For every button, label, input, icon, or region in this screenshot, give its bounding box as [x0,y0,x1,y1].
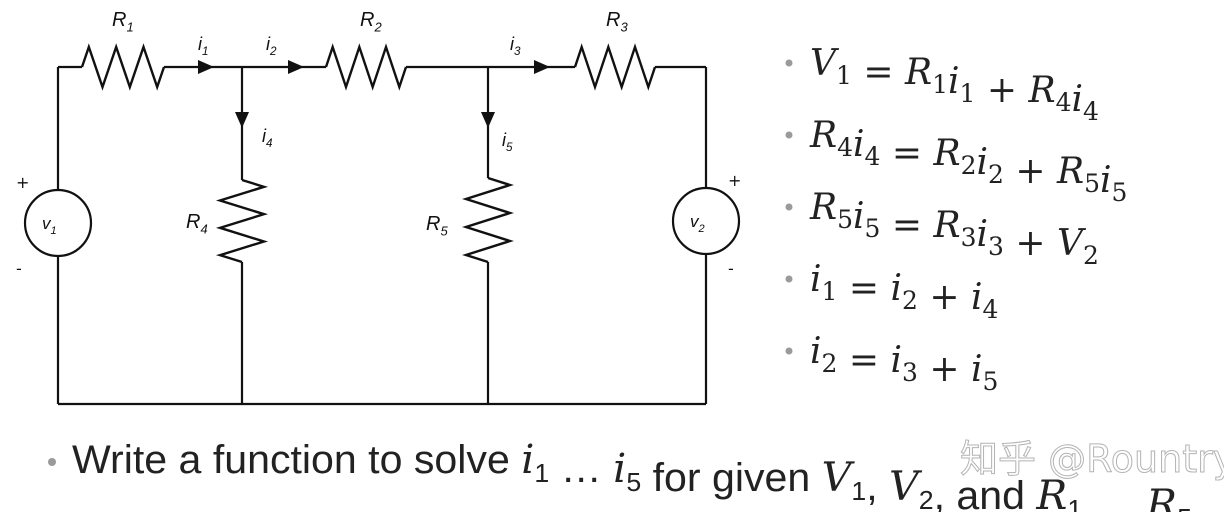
task-statement: Write a function to solve i1 … i5 for gi… [48,437,1192,512]
equation-bullet-3 [785,203,793,211]
source-label-v1: v1 [42,214,57,237]
voltage-source-v2 [671,186,741,256]
equation-1: V1 = R1i1 + R4i4 [810,43,1099,126]
resistor-label-r1: R1 [112,9,134,35]
source-plus-v2: + [728,171,741,190]
voltage-source-v1 [23,188,93,258]
resistor-r3 [573,43,657,91]
task-text: Write a function to solve i1 … i5 for gi… [72,437,1192,512]
current-arrow-i2 [288,60,304,74]
current-label-i5: i5 [502,130,513,154]
equation-bullet-4 [785,275,793,283]
resistor-r2 [324,43,408,91]
equation-2: R4i4 = R2i2 + R5i5 [809,115,1127,207]
source-label-v2: v2 [690,212,705,235]
resistor-r1 [80,43,166,91]
resistor-label-r4: R4 [186,211,208,237]
equation-3: R5i5 = R3i3 + V2 [809,187,1099,270]
resistor-r5 [462,176,514,264]
current-label-i3: i3 [510,34,521,58]
equation-4: i1 = i2 + i4 [810,259,998,324]
current-label-i1: i1 [198,34,209,58]
equation-bullet-1 [785,59,793,67]
task-bullet [48,458,56,466]
current-arrow-i5 [481,112,495,128]
source-minus-v1: - [16,259,22,278]
resistor-label-r5: R5 [426,213,448,239]
resistor-r4 [215,178,269,264]
current-arrow-i4 [235,112,249,128]
source-plus-v1: + [16,173,29,192]
equation-bullet-2 [785,131,793,139]
current-arrow-i1 [198,60,214,74]
current-arrow-i3 [534,60,550,74]
source-minus-v2: - [728,259,734,278]
resistor-label-r2: R2 [360,9,382,35]
equation-bullet-5 [785,347,793,355]
resistor-label-r3: R3 [606,9,628,35]
current-label-i4: i4 [262,126,273,150]
watermark: 知乎 @Rountry [960,437,1224,481]
current-label-i2: i2 [266,34,277,58]
equation-5: i2 = i3 + i5 [810,331,998,396]
